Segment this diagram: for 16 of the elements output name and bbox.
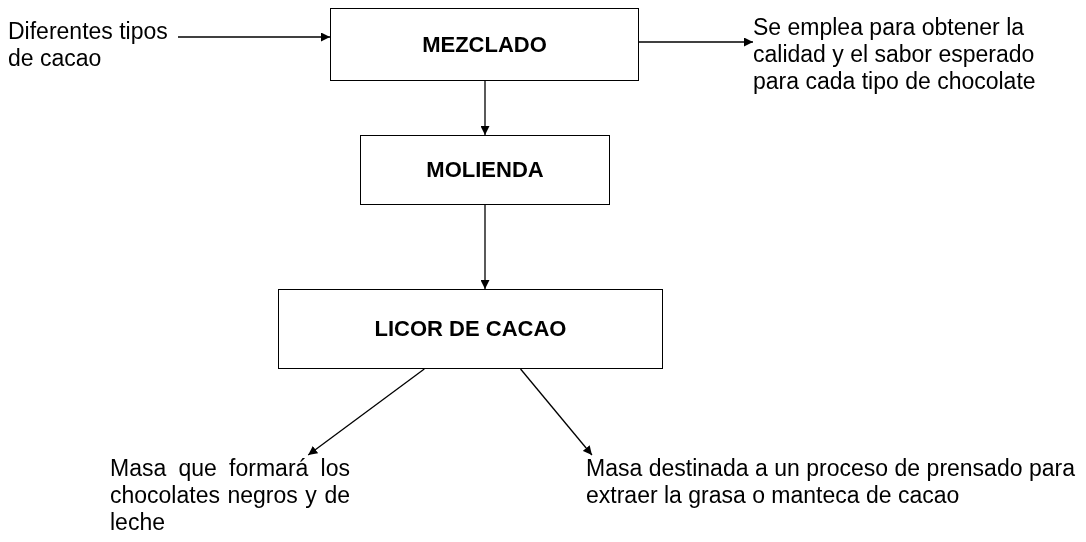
process-box: [278, 289, 663, 369]
arrow: [480, 204, 490, 290]
process-label: LICOR DE CACAO: [374, 316, 567, 342]
process-box: [360, 135, 610, 205]
process-label: MOLIENDA: [426, 157, 544, 183]
note-text: Masa destinada a un proceso de prensado para extraer la grasa o manteca de cacao: [586, 455, 1075, 537]
note-text: Se emplea para obtener la calidad y el sabor esperado para cada tipo de chocolate: [753, 14, 1086, 96]
arrow: [177, 32, 331, 42]
arrow: [307, 368, 425, 456]
process-label: MEZCLADO: [422, 31, 547, 58]
arrow: [638, 37, 754, 47]
note-text: Diferentes tipos de cacao: [8, 18, 178, 74]
arrow: [519, 368, 593, 456]
process-box: [330, 8, 639, 81]
arrow: [480, 80, 490, 136]
note-text: Masa que formará los chocolates negros y de leche: [110, 455, 350, 537]
